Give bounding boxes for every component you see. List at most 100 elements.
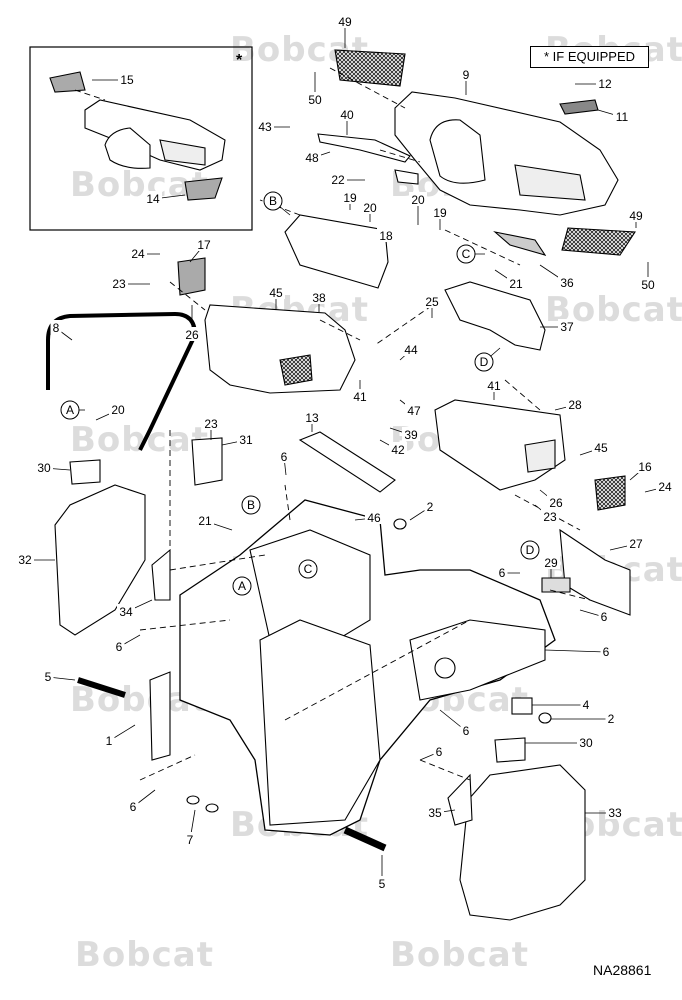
callout-label: 16 [638,460,652,474]
callout-label: 6 [130,800,137,814]
callout-label: 1 [106,734,113,748]
part-callout: 41 [485,378,503,400]
callout-background [460,723,472,737]
part-callout: 6 [127,789,156,814]
reference-circle [298,559,318,579]
reference-circle [232,576,252,596]
callout-background [341,190,359,204]
callout-label: A [238,579,246,593]
part-callout: 40 [338,107,356,135]
chassis-left-post [149,671,171,761]
grille-49-right [561,227,636,256]
oring-2 [538,712,552,724]
callout-label: D [526,543,535,557]
part-callout: 19 [431,205,449,230]
callout-label: 6 [499,566,506,580]
callout-background [110,276,128,290]
part-callout: 29 [542,555,560,578]
callout-background [144,191,162,205]
part-callout: 32 [16,552,55,567]
callout-label: 31 [239,433,253,447]
callout-background [656,479,674,493]
part-callout: 47 [399,399,423,418]
callout-background [460,67,472,81]
washer-7a [186,795,200,805]
callout-background [256,119,274,133]
bushing-4 [511,697,533,715]
part-callout: 2 [409,499,436,521]
callout-label: 46 [367,511,381,525]
callout-label: 2 [427,500,434,514]
callout-label: 20 [111,403,125,417]
callout-background [127,799,139,813]
part-callout: 20 [409,192,427,225]
assembly-line [419,759,471,781]
callout-background [402,342,420,356]
part-callout: 1 [103,724,136,748]
inset-part-15 [49,71,86,93]
cap-30-left [69,459,101,485]
callout-background [598,609,610,623]
inset-dome-inner [104,127,151,169]
callout-label: A [66,403,74,417]
callout-label: 9 [463,68,470,82]
callout-label: 34 [119,605,133,619]
callout-background [50,320,62,334]
callout-background [613,109,631,123]
callout-label: 13 [305,411,319,425]
callout-background [183,327,201,341]
callout-label: 5 [379,877,386,891]
assembly-line [444,229,521,266]
callout-label: 23 [112,277,126,291]
hood-brace-36 [493,231,547,256]
callout-label: 38 [312,291,326,305]
part-callout: 20 [95,402,127,421]
callout-background [496,565,508,579]
callout-background [596,76,614,90]
part-callout: 11 [597,109,631,124]
part-callout: 4 [532,697,592,712]
part-callout: 21 [196,513,233,531]
callout-label: 6 [436,745,443,759]
part-callout: 6 [113,634,141,654]
part-callout: 36 [539,264,576,290]
part-callout: 33 [585,805,624,820]
part-callout: 6 [419,744,445,761]
assembly-line [139,619,231,631]
pivot-boss [434,657,456,679]
callout-label: 48 [305,151,319,165]
callout-background [16,552,34,566]
callout-label: 24 [658,480,672,494]
pin-5-top [77,677,126,698]
part-callout: 22 [329,172,365,187]
callout-label: 23 [204,417,218,431]
panel-38 [204,304,356,394]
reference-circle [456,244,476,264]
reference-circle-callout: D [474,347,501,372]
callout-label: 50 [308,93,322,107]
part-callout: 26 [183,305,201,342]
callout-label: 7 [187,833,194,847]
part-callout: 48 [303,150,331,165]
callout-background [592,440,610,454]
callout-background [541,509,559,523]
watermark: Bobcat [70,420,209,460]
part-callout: 41 [351,380,369,404]
callout-label: 40 [340,108,354,122]
callout-label: 19 [343,191,357,205]
assembly-line [329,67,406,109]
assembly-line [514,494,581,531]
panel-37 [444,281,546,351]
part-callout: 23 [110,276,150,291]
assembly-line [379,149,421,163]
bracket-40 [317,133,411,163]
callout-background [129,246,147,260]
part-callout: 2 [551,711,617,726]
washer-7b [205,803,219,813]
panel-38-vent [279,354,313,386]
callout-label: 21 [509,277,523,291]
reference-circle-callout: C [456,244,485,264]
callout-label: 49 [338,15,352,29]
